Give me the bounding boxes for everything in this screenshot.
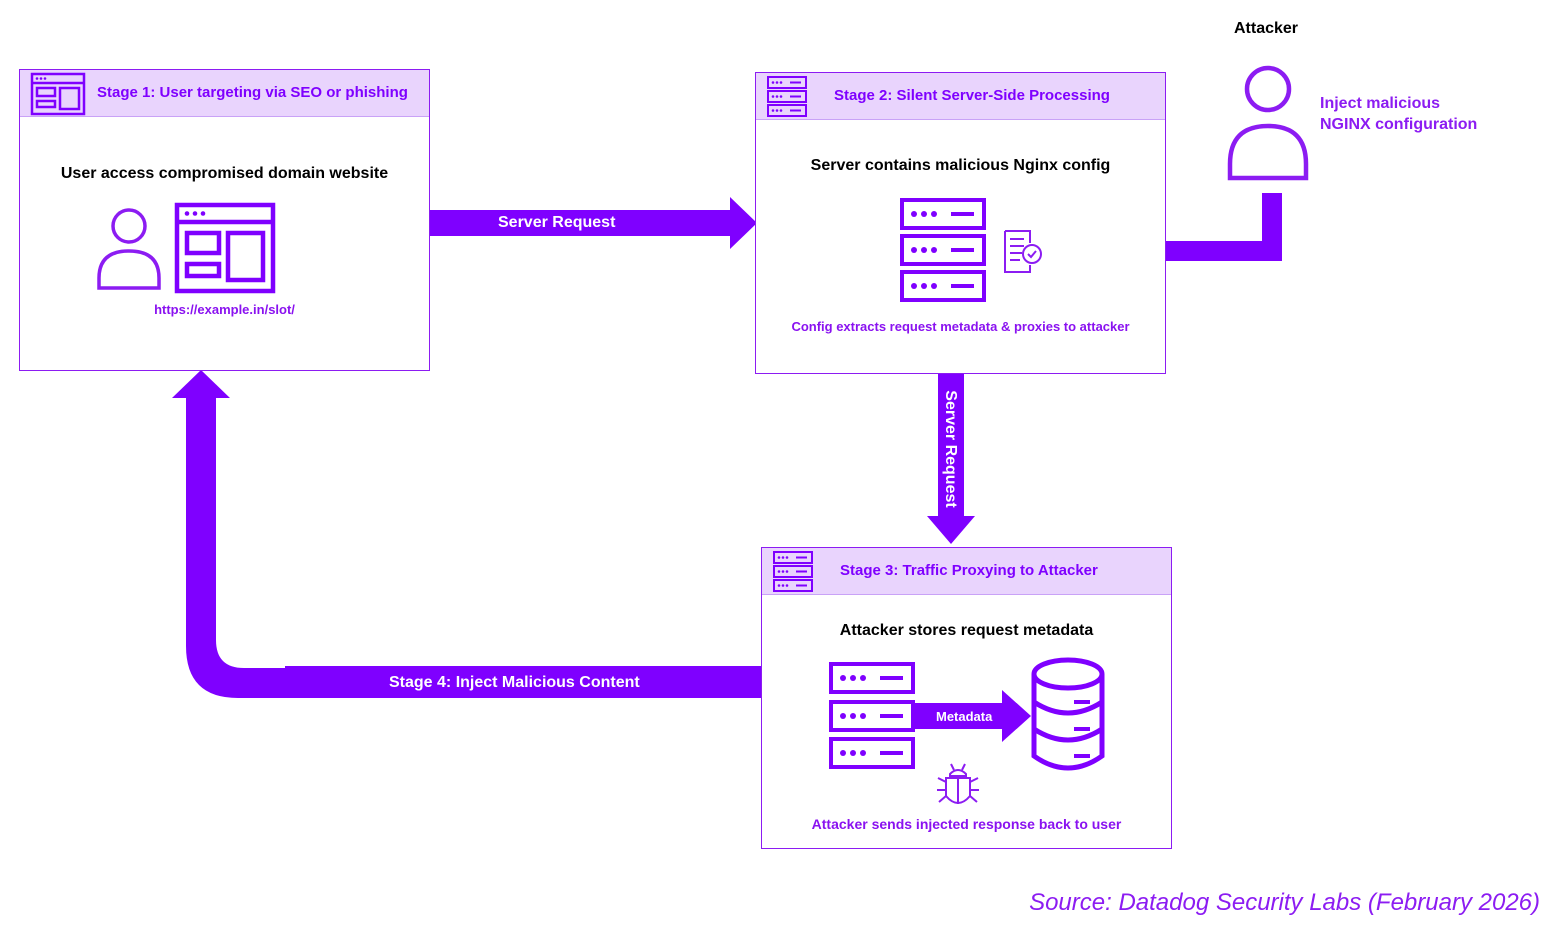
stage1-main-text: User access compromised domain website [60, 165, 389, 182]
source-credit: Source: Datadog Security Labs (February … [1029, 889, 1540, 916]
user-icon [97, 208, 161, 290]
browser-window-icon [30, 72, 86, 116]
bug-icon [937, 763, 979, 804]
stage2-box: Stage 2: Silent Server-Side Processing S… [755, 72, 1166, 374]
stage1-url: https://example.in/slot/ [154, 302, 295, 317]
stage3-box: Stage 3: Traffic Proxying to Attacker At… [761, 547, 1172, 849]
config-document-check-icon [1004, 230, 1042, 273]
inject-line1: Inject malicious [1320, 95, 1441, 112]
server-request-label-horizontal: Server Request [498, 214, 616, 231]
metadata-label: Metadata [936, 709, 993, 724]
stage2-header: Stage 2: Silent Server-Side Processing [756, 73, 1165, 120]
server-rack-icon [900, 198, 986, 302]
database-icon [1031, 657, 1105, 771]
user-icon [1227, 65, 1309, 181]
stage1-box: Stage 1: User targeting via SEO or phish… [19, 69, 430, 371]
metadata-arrow [914, 690, 1031, 742]
inject-nginx-text: Inject malicious NGINX configuration [1320, 93, 1477, 135]
attacker-label: Attacker [1234, 20, 1299, 37]
stage3-header: Stage 3: Traffic Proxying to Attacker [762, 548, 1171, 595]
stage4-label: Stage 4: Inject Malicious Content [389, 674, 640, 691]
stage1-title: Stage 1: User targeting via SEO or phish… [97, 84, 408, 101]
stage1-header: Stage 1: User targeting via SEO or phish… [20, 70, 429, 117]
server-rack-icon [767, 76, 807, 117]
server-rack-icon [829, 662, 915, 769]
stage3-main-text: Attacker stores request metadata [839, 622, 1094, 639]
stage2-caption: Config extracts request metadata & proxi… [791, 319, 1130, 334]
inject-line2: NGINX configuration [1320, 116, 1478, 133]
stage3-caption: Attacker sends injected response back to… [811, 816, 1122, 832]
browser-window-icon [174, 202, 276, 294]
stage3-title: Stage 3: Traffic Proxying to Attacker [840, 562, 1098, 579]
stage2-title: Stage 2: Silent Server-Side Processing [834, 87, 1110, 104]
stage2-main-text: Server contains malicious Nginx config [810, 157, 1111, 174]
server-request-label-vertical: Server Request [942, 390, 959, 508]
server-rack-icon [773, 551, 813, 592]
